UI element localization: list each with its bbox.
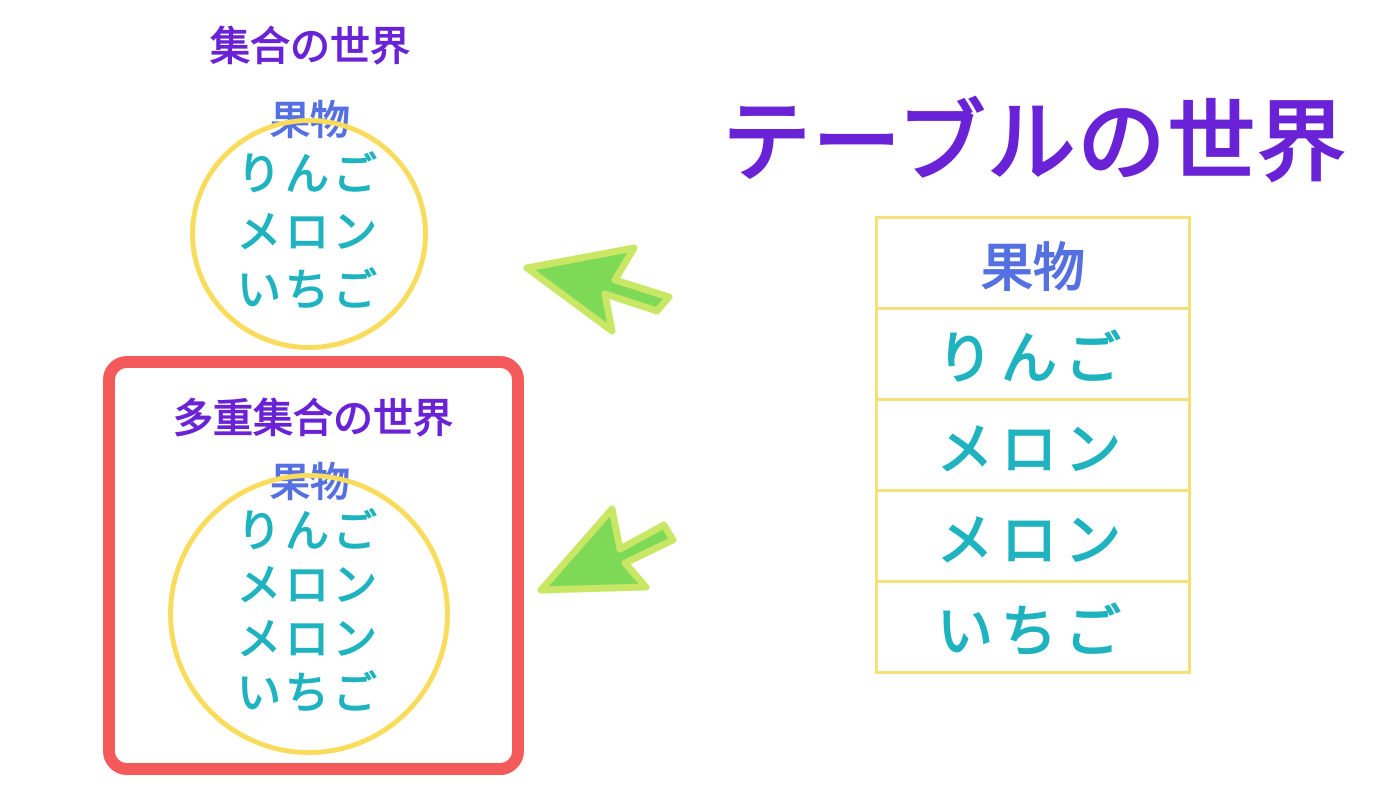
set-item: りんご	[237, 149, 381, 200]
table-cell: メロン	[875, 489, 1191, 583]
set-world-title: 集合の世界	[210, 24, 410, 70]
table-row: りんご	[875, 307, 1191, 401]
table-header-cell: 果物	[875, 216, 1191, 310]
multiset-item: いちご	[237, 668, 381, 719]
arrow-to-multiset-icon	[537, 505, 677, 594]
table-world-title: テーブルの世界	[722, 91, 1348, 194]
multiset-circle	[168, 473, 450, 755]
table-row: メロン	[875, 489, 1191, 583]
table-cell: メロン	[875, 398, 1191, 492]
set-item-list: りんご メロン いちご	[190, 146, 428, 320]
set-circle	[190, 118, 428, 350]
set-item: いちご	[237, 265, 381, 316]
arrow-to-set-icon	[523, 244, 673, 335]
multiset-item-list: りんご メロン メロン いちご	[168, 505, 450, 721]
fruit-table: 果物 りんご メロン メロン いちご	[875, 216, 1191, 674]
table-row: メロン	[875, 398, 1191, 492]
set-item: メロン	[237, 207, 381, 258]
table-header-row: 果物	[875, 216, 1191, 310]
multiset-item: メロン	[237, 614, 381, 665]
multiset-item: メロン	[237, 560, 381, 611]
multiset-highlight-frame	[103, 356, 524, 775]
table-row: いちご	[875, 580, 1191, 674]
table-cell: りんご	[875, 307, 1191, 401]
multiset-item: りんご	[237, 506, 381, 557]
multiset-world-title: 多重集合の世界	[173, 396, 453, 442]
table-cell: いちご	[875, 580, 1191, 674]
